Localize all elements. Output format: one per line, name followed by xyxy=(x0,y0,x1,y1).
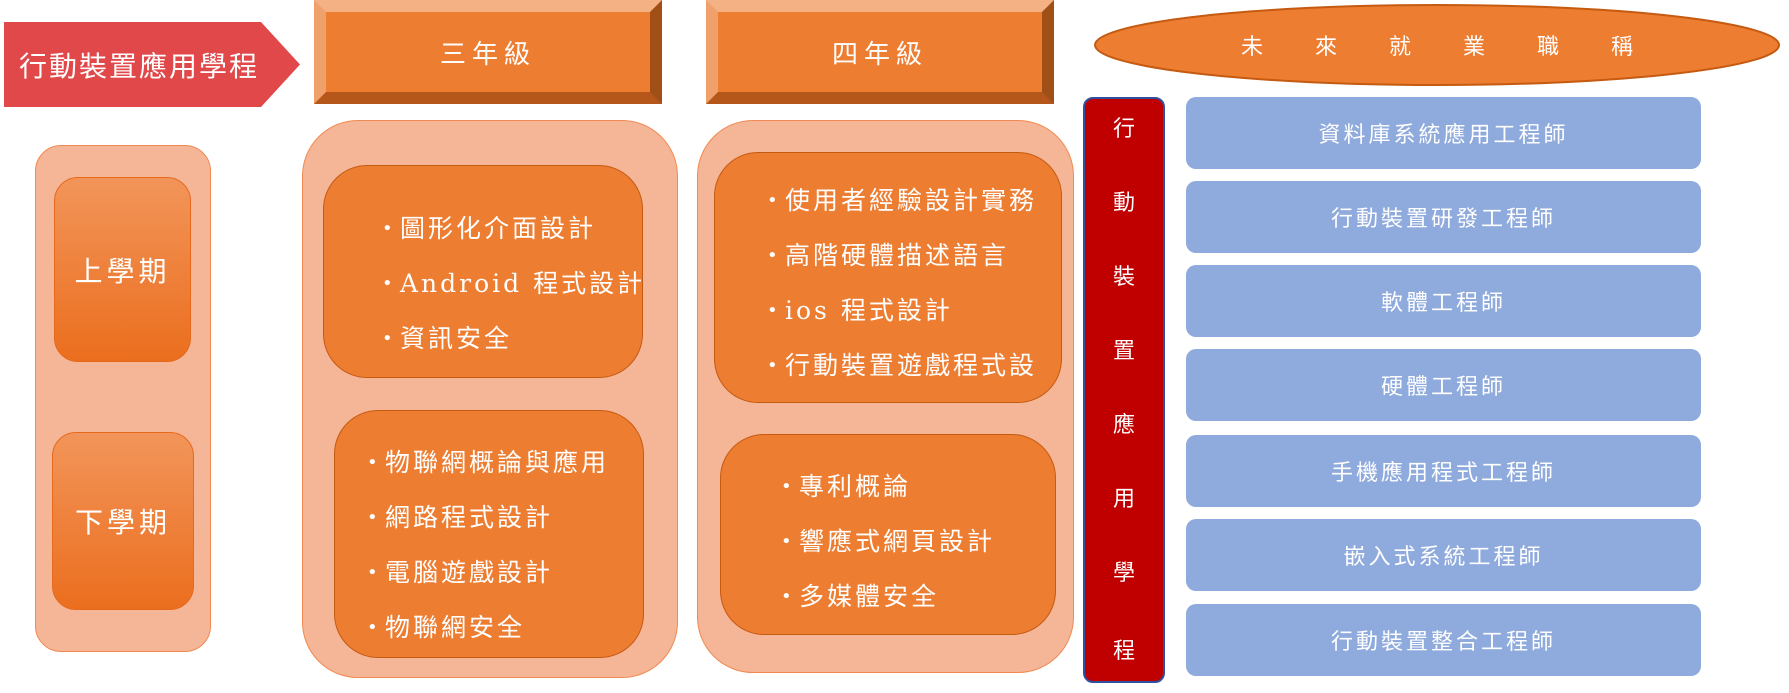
job-box: 行動裝置研發工程師 xyxy=(1186,181,1701,253)
program-title: 行動裝置應用學程 xyxy=(18,49,259,83)
program-char: 應 xyxy=(1112,413,1135,438)
course-item: 網路程式設計 xyxy=(367,490,643,545)
course-item: 使用者經驗設計實務 xyxy=(767,173,1061,228)
course-item: 行動裝置遊戲程式設 xyxy=(767,338,1061,393)
program-char: 裝 xyxy=(1112,265,1135,290)
year-3-header: 三年級 xyxy=(314,0,662,104)
program-char: 行 xyxy=(1112,117,1135,142)
future-header-label: 未來就業職稱 xyxy=(1240,35,1685,60)
course-item: 物聯網概論與應用 xyxy=(367,435,643,490)
year-3-upper-courses: 圖形化介面設計 Android 程式設計 資訊安全 xyxy=(323,165,643,378)
course-item: 多媒體安全 xyxy=(781,569,1055,624)
program-char: 學 xyxy=(1112,561,1135,586)
year-4-header: 四年級 xyxy=(706,0,1054,104)
course-item: 資訊安全 xyxy=(382,311,642,366)
course-item: 物聯網安全 xyxy=(367,600,643,655)
course-item: 專利概論 xyxy=(781,459,1055,514)
job-box: 軟體工程師 xyxy=(1186,265,1701,337)
course-item: 響應式網頁設計 xyxy=(781,514,1055,569)
job-box: 嵌入式系統工程師 xyxy=(1186,519,1701,591)
course-item: Android 程式設計 xyxy=(382,256,642,311)
year-3-lower-courses: 物聯網概論與應用 網路程式設計 電腦遊戲設計 物聯網安全 xyxy=(334,410,644,658)
course-item: 電腦遊戲設計 xyxy=(367,545,643,600)
program-arrow-shape xyxy=(4,22,300,107)
job-box: 硬體工程師 xyxy=(1186,349,1701,421)
year-4-lower-courses: 專利概論 響應式網頁設計 多媒體安全 xyxy=(720,434,1056,635)
course-item: 圖形化介面設計 xyxy=(382,201,642,256)
job-box: 資料庫系統應用工程師 xyxy=(1186,97,1701,169)
program-vertical-bar: 行 動 裝 置 應 用 學 程 xyxy=(1083,97,1165,683)
course-item: 高階硬體描述語言 xyxy=(767,228,1061,283)
future-header-ellipse xyxy=(1094,4,1780,86)
program-char: 用 xyxy=(1112,487,1135,512)
semester-lower: 下學期 xyxy=(52,432,194,610)
job-box: 行動裝置整合工程師 xyxy=(1186,604,1701,676)
program-char: 置 xyxy=(1112,339,1135,364)
semester-upper: 上學期 xyxy=(54,177,191,362)
year-4-upper-courses: 使用者經驗設計實務 高階硬體描述語言 ios 程式設計 行動裝置遊戲程式設 xyxy=(714,152,1062,403)
job-box: 手機應用程式工程師 xyxy=(1186,435,1701,507)
course-item: ios 程式設計 xyxy=(767,283,1061,338)
program-char: 動 xyxy=(1112,191,1135,216)
program-char: 程 xyxy=(1112,639,1135,664)
